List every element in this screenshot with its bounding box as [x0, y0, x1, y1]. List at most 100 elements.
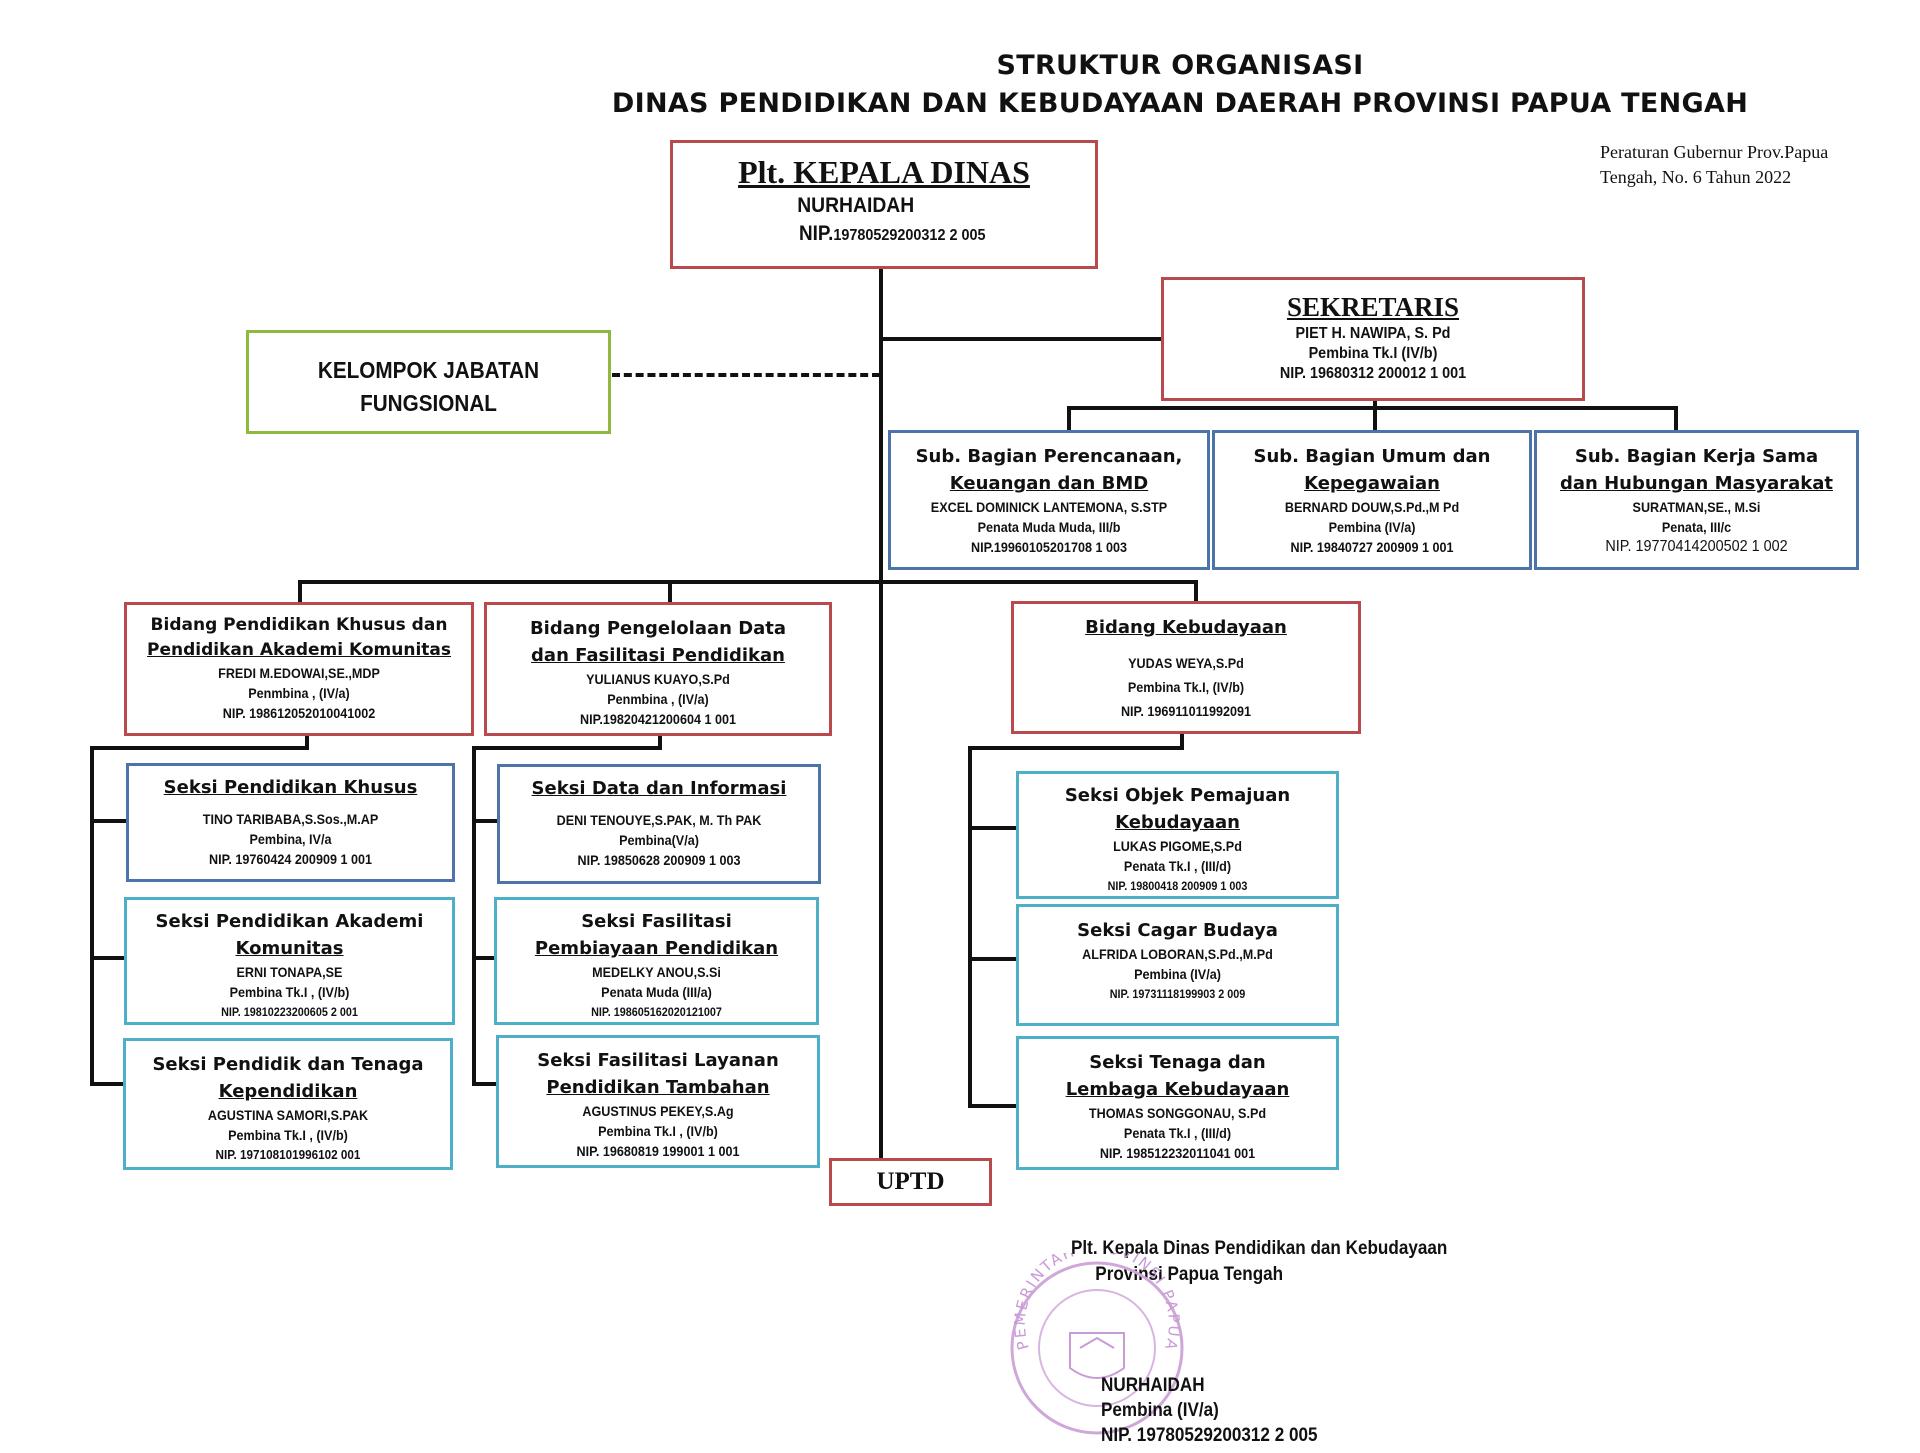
subbagian-name: BERNARD DOUW,S.Pd.,M Pd	[1284, 499, 1460, 515]
seksi-fasilitasi-pembiayaan-box: Seksi Fasilitasi Pembiayaan Pendidikan M…	[494, 897, 819, 1025]
bidang-nip: NIP.19820421200604 1 001	[579, 711, 737, 727]
bidang-pendidikan-khusus-box: Bidang Pendidikan Khusus dan Pendidikan …	[124, 602, 474, 736]
seksi-tenaga-lembaga-box: Seksi Tenaga dan Lembaga Kebudayaan THOM…	[1016, 1036, 1339, 1170]
seksi-name: ERNI TONAPA,SE	[236, 964, 343, 980]
seksi-name: DENI TENOUYE,S.PAK, M. Th PAK	[556, 812, 762, 828]
chart-title-line1: STRUKTUR ORGANISASI	[996, 50, 1364, 81]
signature-rank: Pembina (IV/a)	[1101, 1400, 1219, 1421]
seksi-nip: NIP. 198512232011041 001	[1099, 1145, 1256, 1161]
fungsional-line2: FUNGSIONAL	[360, 390, 497, 416]
col1-down	[305, 734, 309, 749]
col3-branch2	[968, 957, 1018, 961]
regulation-reference: Peraturan Gubernur Prov.Papua Tengah, No…	[1600, 142, 1829, 187]
seksi-title: Seksi Data dan Informasi	[531, 778, 787, 799]
seksi-rank: Pembina Tk.I , (IV/b)	[229, 984, 350, 1000]
kepala-dinas-box: Plt. KEPALA DINAS NURHAIDAH NIP.19780529…	[670, 140, 1098, 269]
bidang-name: FREDI M.EDOWAI,SE.,MDP	[218, 665, 380, 681]
signature-nip: NIP. 19780529200312 2 005	[1101, 1425, 1318, 1446]
seksi-title-line2: Kependidikan	[218, 1081, 358, 1102]
seksi-title-line2: Komunitas	[235, 938, 344, 959]
col3-branch3	[968, 1104, 1018, 1108]
fungsional-box: KELOMPOK JABATAN FUNGSIONAL	[246, 330, 611, 434]
fungsional-dashed-connector	[612, 373, 880, 377]
seksi-title-line1: Seksi Objek Pemajuan	[1064, 785, 1291, 806]
col3-branch1	[968, 826, 1018, 830]
subbagian-kerjasama-box: Sub. Bagian Kerja Sama dan Hubungan Masy…	[1534, 430, 1859, 570]
sekretaris-name: PIET H. NAWIPA, S. Pd	[1295, 325, 1451, 342]
seksi-rank: Pembina(V/a)	[619, 832, 699, 848]
subbagian-title-line1: Sub. Bagian Kerja Sama	[1574, 446, 1819, 467]
col2-vertical	[472, 746, 476, 1086]
col2-top-line	[472, 746, 662, 750]
seksi-nip: NIP. 19800418 200909 1 003	[1107, 879, 1248, 893]
sekretaris-connector	[879, 337, 1164, 341]
official-stamp-icon: PEMERINTAH PROVINSI PAPUA TENGAH	[1000, 1253, 1184, 1435]
col1-top-line	[90, 746, 309, 750]
seksi-name: AGUSTINUS PEKEY,S.Ag	[582, 1103, 734, 1119]
bidang-title: Bidang Kebudayaan	[1085, 617, 1287, 638]
bidang-kebudayaan-box: Bidang Kebudayaan YUDAS WEYA,S.Pd Pembin…	[1011, 601, 1361, 734]
subbagian-title-line1: Sub. Bagian Umum dan	[1253, 446, 1491, 467]
sekretaris-down-line	[1373, 398, 1377, 410]
sekretaris-title: SEKRETARIS	[1286, 292, 1460, 322]
seksi-nip: NIP. 19680819 199001 1 001	[576, 1143, 740, 1159]
seksi-nip: NIP. 19731118199903 2 009	[1109, 987, 1246, 1001]
bidang-name: YULIANUS KUAYO,S.Pd	[586, 671, 730, 687]
kepala-nip: NIP.19780529200312 2 005	[799, 222, 986, 245]
seksi-fasilitasi-layanan-box: Seksi Fasilitasi Layanan Pendidikan Tamb…	[496, 1035, 820, 1168]
bidang1-drop	[298, 580, 302, 605]
uptd-box: UPTD	[829, 1158, 992, 1206]
chart-title-line2: DINAS PENDIDIKAN DAN KEBUDAYAAN DAERAH P…	[611, 88, 1749, 119]
seksi-name: THOMAS SONGGONAU, S.Pd	[1088, 1105, 1267, 1121]
subbagian-umum-box: Sub. Bagian Umum dan Kepegawaian BERNARD…	[1212, 430, 1532, 570]
seksi-rank: Pembina (IV/a)	[1134, 966, 1221, 982]
seksi-title-line2: Lembaga Kebudayaan	[1065, 1079, 1290, 1100]
bidang-pengelolaan-data-box: Bidang Pengelolaan Data dan Fasilitasi P…	[484, 602, 832, 736]
col2-branch1	[472, 819, 500, 823]
uptd-label: UPTD	[876, 1168, 945, 1195]
bidang-bus-line	[298, 580, 1198, 584]
bidang-rank: Penmbina , (IV/a)	[248, 685, 350, 701]
signature-details: NURHAIDAH Pembina (IV/a) NIP. 1978052920…	[1101, 1373, 1317, 1448]
seksi-title-line2: Pembiayaan Pendidikan	[534, 938, 779, 959]
subbagian-rank: Pembina (IV/a)	[1328, 519, 1416, 535]
subbagian-title-line2: Kepegawaian	[1304, 473, 1440, 494]
subbagian1-drop	[1067, 406, 1071, 433]
bidang-title-line1: Bidang Pengelolaan Data	[529, 618, 787, 639]
seksi-nip: NIP. 19810223200605 2 001	[221, 1005, 358, 1019]
subbagian-nip: NIP.19960105201708 1 003	[970, 539, 1128, 555]
subbagian-nip: NIP. 19770414200502 1 002	[1605, 538, 1788, 555]
seksi-nip: NIP. 197108101996102 001	[215, 1147, 361, 1162]
col1-vertical	[90, 746, 94, 1086]
seksi-data-informasi-box: Seksi Data dan Informasi DENI TENOUYE,S.…	[497, 764, 821, 884]
signature-heading: Plt. Kepala Dinas Pendidikan dan Kebuday…	[1071, 1238, 1448, 1285]
seksi-objek-pemajuan-box: Seksi Objek Pemajuan Kebudayaan LUKAS PI…	[1016, 771, 1339, 899]
sekretaris-box: SEKRETARIS PIET H. NAWIPA, S. Pd Pembina…	[1161, 277, 1585, 401]
seksi-nip: NIP. 19850628 200909 1 003	[577, 852, 741, 868]
seksi-title-line2: Kebudayaan	[1115, 812, 1240, 833]
bidang3-drop	[1194, 580, 1198, 605]
subbagian-title-line1: Sub. Bagian Perencanaan,	[915, 446, 1183, 467]
main-trunk-line	[879, 268, 883, 1168]
seksi-title-line1: Seksi Fasilitasi Layanan	[537, 1050, 779, 1071]
seksi-name: ALFRIDA LOBORAN,S.Pd.,M.Pd	[1082, 946, 1273, 962]
col1-branch2	[90, 956, 126, 960]
col3-down	[1180, 734, 1184, 749]
subbagian-name: EXCEL DOMINICK LANTEMONA, S.STP	[930, 499, 1168, 515]
sekretaris-nip: NIP. 19680312 200012 1 001	[1279, 365, 1467, 382]
seksi-rank: Penata Muda (III/a)	[601, 984, 712, 1000]
col1-branch3	[90, 1082, 126, 1086]
bidang-title-line2: Pendidikan Akademi Komunitas	[147, 640, 451, 660]
seksi-name: LUKAS PIGOME,S.Pd	[1113, 838, 1242, 854]
seksi-rank: Pembina Tk.I , (IV/b)	[228, 1127, 348, 1143]
bidang-nip: NIP. 196911011992091	[1120, 703, 1252, 719]
subbagian-name: SURATMAN,SE., M.Si	[1632, 499, 1761, 515]
seksi-name: AGUSTINA SAMORI,S.PAK	[207, 1107, 369, 1123]
seksi-pendidikan-khusus-box: Seksi Pendidikan Khusus TINO TARIBABA,S.…	[126, 763, 455, 882]
col3-vertical	[968, 746, 972, 1108]
col2-down	[658, 734, 662, 749]
subbagian-bus-line	[1067, 406, 1677, 410]
subbagian-perencanaan-box: Sub. Bagian Perencanaan, Keuangan dan BM…	[888, 430, 1210, 570]
col1-branch1	[90, 819, 126, 823]
bidang-name: YUDAS WEYA,S.Pd	[1128, 655, 1244, 671]
